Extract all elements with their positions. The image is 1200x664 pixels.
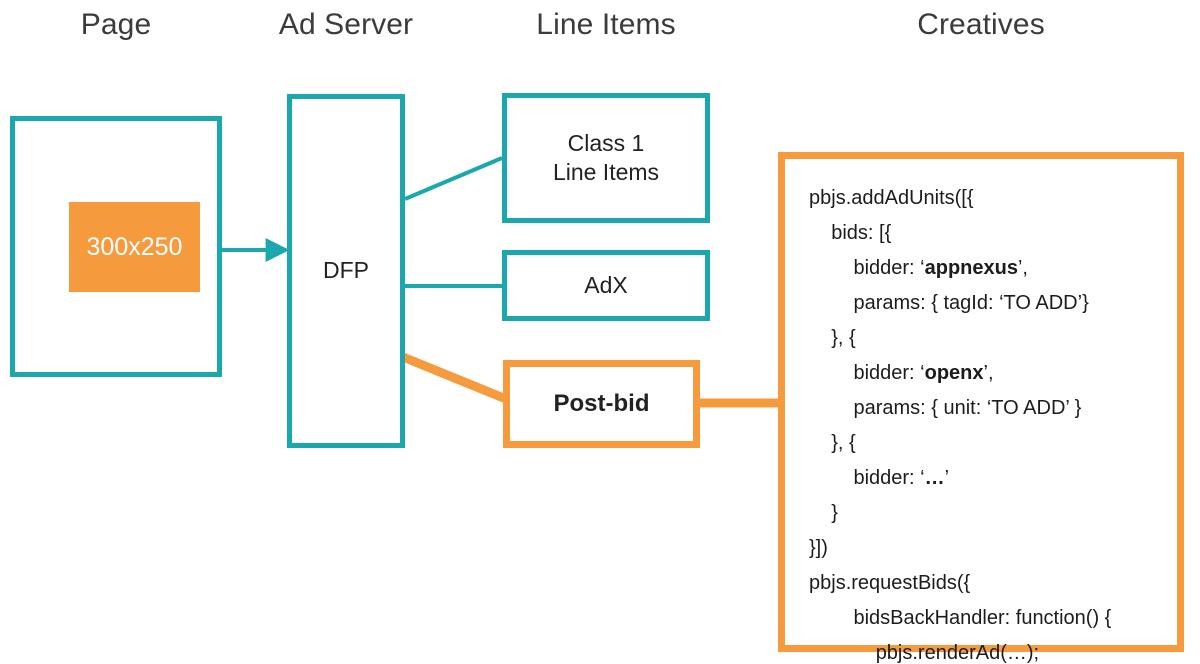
creative-slot-300x250[interactable]: 300x250 — [69, 202, 200, 292]
code-token-emphasis: … — [924, 467, 945, 489]
connector-dfp-to-class1 — [404, 156, 503, 201]
code-line: pbjs.requestBids({ — [809, 572, 971, 594]
line-item-adx-box[interactable]: AdX — [502, 250, 710, 321]
code-line: }, { — [831, 327, 856, 349]
code-token-emphasis: appnexus — [924, 257, 1018, 279]
column-header-line-items: Line Items — [536, 8, 676, 41]
code-line: }, { — [831, 432, 856, 454]
column-header-ad-server: Ad Server — [278, 8, 414, 41]
code-line: params: { unit: ‘TO ADD’ } — [853, 397, 1082, 419]
connector-dfp-to-postbid — [401, 352, 508, 404]
code-line: bids: [{ — [831, 222, 892, 244]
code-token-emphasis: openx — [924, 362, 984, 384]
code-line: pbjs.renderAd(…); — [875, 642, 1040, 664]
line-item-class1-label: Class 1 Line Items — [553, 129, 659, 188]
line-item-class1-box[interactable]: Class 1 Line Items — [502, 93, 710, 223]
line-item-class1-line2: Line Items — [552, 159, 660, 185]
ad-server-label: DFP — [323, 257, 369, 284]
code-line: params: { tagId: ‘TO ADD’} — [853, 292, 1089, 314]
line-item-adx-label: AdX — [584, 271, 628, 298]
column-header-creatives: Creatives — [917, 8, 1045, 41]
code-line: bidder: ‘appnexus’, — [853, 257, 1028, 279]
line-item-postbid-label: Post-bid — [553, 389, 650, 417]
ad-server-dfp-box[interactable]: DFP — [287, 94, 405, 448]
code-line: bidder: ‘openx’, — [853, 362, 994, 384]
code-line: bidsBackHandler: function() { — [853, 607, 1112, 629]
code-line: pbjs.addAdUnits([{ — [809, 187, 974, 209]
creative-slot-label: 300x250 — [86, 233, 183, 261]
code-line: bidder: ‘…’ — [853, 467, 950, 489]
code-line: } — [831, 502, 838, 524]
line-item-postbid-box[interactable]: Post-bid — [503, 360, 700, 448]
code-line: }]) — [809, 537, 828, 559]
line-item-class1-line1: Class 1 — [567, 129, 645, 156]
column-header-page: Page — [80, 8, 152, 41]
code-lines: pbjs.addAdUnits([{ bids: [{ bidder: ‘app… — [809, 181, 1177, 664]
creative-code-block: pbjs.addAdUnits([{ bids: [{ bidder: ‘app… — [778, 152, 1184, 664]
